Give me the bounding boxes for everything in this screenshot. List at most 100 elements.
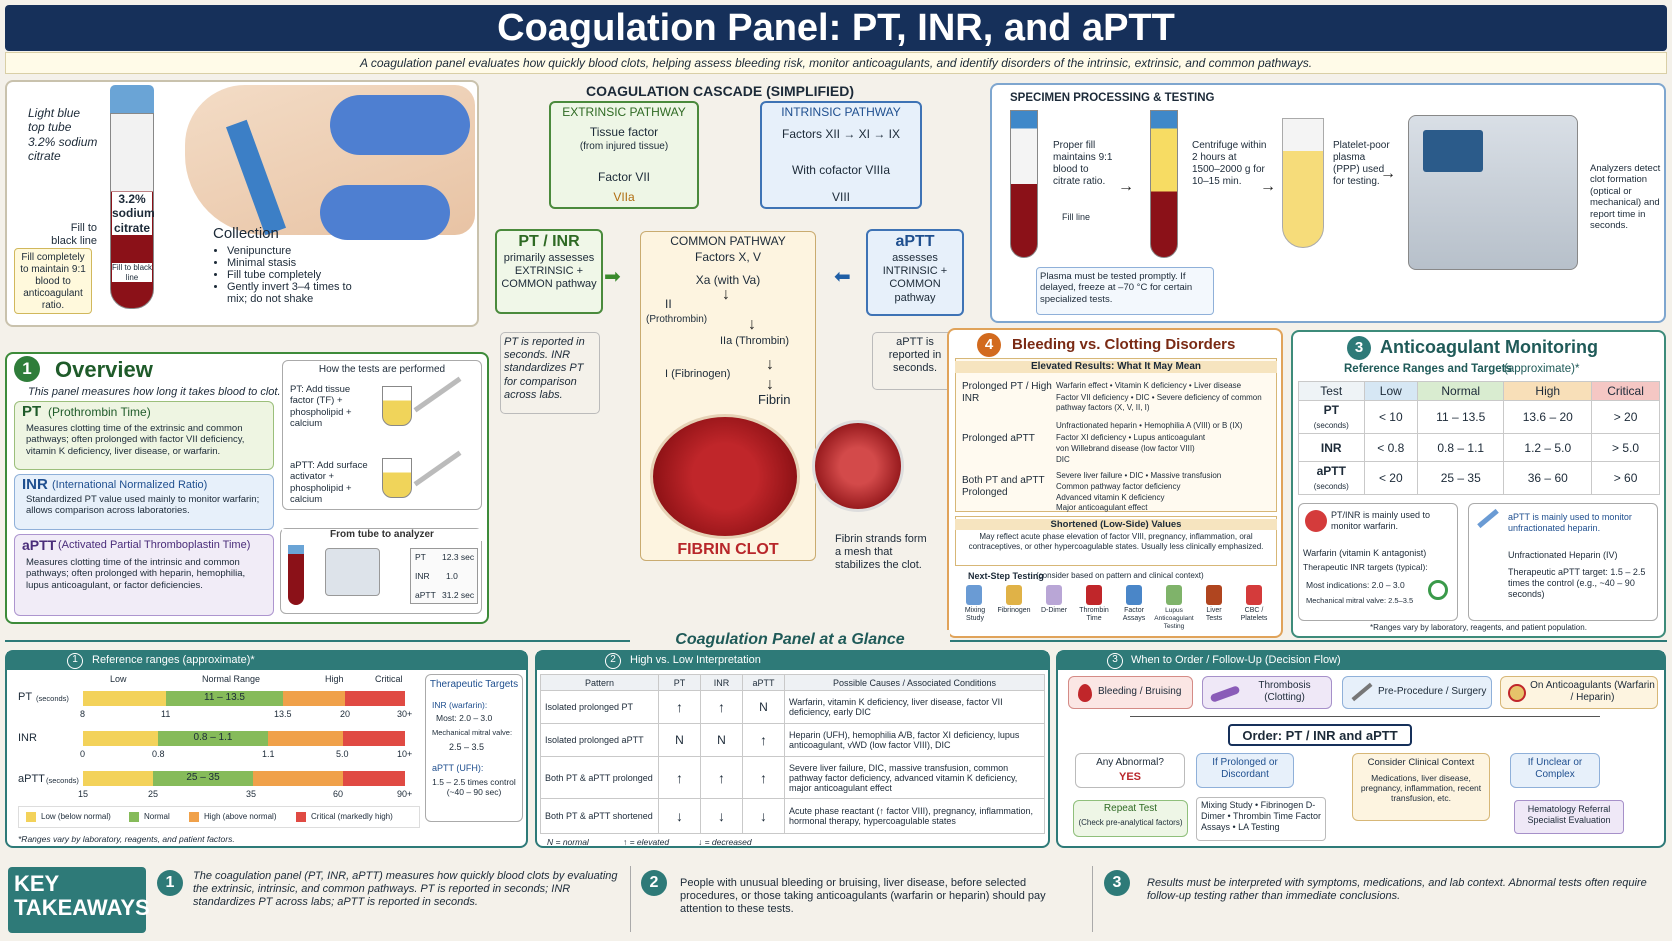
next-test-mixing: Mixing Study bbox=[964, 607, 986, 623]
arrow-right-icon: → bbox=[1118, 178, 1134, 195]
specimen-tube-2 bbox=[1150, 110, 1178, 258]
inr-bar-critical bbox=[343, 731, 405, 746]
ref-test-pt: PT bbox=[1323, 403, 1339, 417]
specimen-step-4: Analyzers detect clot formation (optical… bbox=[1590, 163, 1661, 231]
aptt-title: aPTT bbox=[895, 233, 935, 250]
overview-num: 1 bbox=[14, 356, 40, 382]
next-test-thrombin: Thrombin Time bbox=[1079, 607, 1109, 623]
aptt-tick: 90+ bbox=[397, 789, 413, 799]
interp-header-cell: Pattern bbox=[540, 674, 659, 691]
flow-line bbox=[1130, 716, 1600, 717]
ranges-title: Reference ranges (approximate)* bbox=[92, 654, 255, 666]
elevated-row-2-d: DIC bbox=[1056, 455, 1070, 464]
aptt-range-value: 25 – 35 bbox=[186, 772, 220, 783]
test-icon bbox=[1126, 585, 1142, 605]
interp-cell: N bbox=[658, 723, 701, 757]
ther-aptt: aPTT (UFH): bbox=[432, 763, 484, 773]
ref-test-aptt: aPTT bbox=[1316, 464, 1346, 478]
ref-cell: 25 – 35 bbox=[1417, 461, 1505, 495]
intrinsic-box bbox=[760, 101, 922, 209]
aptt-card-text: Measures clotting time of the intrinsic … bbox=[26, 557, 246, 591]
inr-range-label: INR bbox=[18, 732, 37, 744]
short-text: May reflect acute phase elevation of fac… bbox=[968, 532, 1264, 551]
aptt-range-label: aPTT bbox=[18, 773, 45, 785]
pill-icon bbox=[1305, 510, 1327, 532]
analyzer-illustration bbox=[1408, 115, 1578, 270]
order-box: Order: PT / INR and aPTT bbox=[1228, 724, 1412, 746]
anticoag-subtitle2: (approximate)* bbox=[1504, 363, 1580, 375]
short-box bbox=[955, 516, 1277, 566]
pt-tick: 11 bbox=[161, 709, 171, 719]
legend-normal: Normal bbox=[144, 812, 170, 821]
specimen-step-3: Platelet-poor plasma (PPP) used for test… bbox=[1333, 140, 1390, 187]
ref-test-inr: INR bbox=[1320, 440, 1342, 455]
arrow-icon: ↓ bbox=[722, 286, 730, 303]
ref-cell: 36 – 60 bbox=[1503, 461, 1593, 495]
pt-range-value: 11 – 13.5 bbox=[204, 692, 245, 703]
mini-analyzer-icon bbox=[325, 548, 380, 596]
aptt-card-title: aPTT bbox=[22, 537, 57, 553]
intrinsic-viii: VIII bbox=[831, 190, 850, 204]
extrinsic-box bbox=[549, 101, 699, 209]
ref-cell: < 0.8 bbox=[1363, 433, 1419, 462]
common-i: I (Fibrinogen) bbox=[665, 368, 731, 380]
col-low: Low bbox=[110, 674, 127, 684]
heparin-box bbox=[1468, 503, 1658, 621]
pt-inr-title: PT / INR bbox=[518, 233, 580, 250]
aptt-bar-high bbox=[253, 771, 343, 786]
trigger-anticoag-label: On Anticoagulants (Warfarin / Heparin) bbox=[1530, 680, 1655, 703]
aptt-text: assesses INTRINSIC + COMMON pathway bbox=[882, 252, 948, 304]
interp-cell: ↓ bbox=[742, 798, 785, 834]
ther-most: Most: 2.0 – 3.0 bbox=[436, 713, 493, 723]
ranges-header bbox=[7, 652, 526, 670]
warfarin-box bbox=[1298, 503, 1458, 621]
warfarin-head: PT/INR is mainly used to monitor warfari… bbox=[1331, 510, 1431, 531]
test-cup-icon bbox=[382, 458, 412, 498]
analyzer-box-title: From tube to analyzer bbox=[282, 529, 482, 541]
collection-list: Venipuncture Minimal stasis Fill tube co… bbox=[215, 245, 365, 305]
interp-pattern: Both PT & aPTT prolonged bbox=[540, 756, 659, 799]
elevated-box bbox=[955, 358, 1277, 512]
elevated-row-2-label: Prolonged aPTT bbox=[962, 433, 1035, 444]
anticoag-num: 3 bbox=[1347, 336, 1371, 360]
common-factors: Factors X, V bbox=[694, 250, 762, 264]
inr-bar-high bbox=[268, 731, 343, 746]
arrow-right-icon: → bbox=[1260, 178, 1276, 195]
pt-bar-critical bbox=[345, 691, 405, 706]
interp-cell: ↑ bbox=[700, 690, 743, 724]
aptt-bar-low bbox=[83, 771, 153, 786]
inr-tick: 5.0 bbox=[336, 749, 349, 759]
interp-header-cell: INR bbox=[700, 674, 743, 691]
takeaway-divider bbox=[1092, 866, 1093, 932]
legend-swatch-normal bbox=[129, 812, 139, 822]
tube-text: 3.2% sodium citrate bbox=[112, 192, 155, 236]
ref-cell: INR bbox=[1298, 433, 1365, 462]
short-title: Shortened (Low-Side) Values bbox=[955, 519, 1277, 531]
range-legend-box bbox=[18, 806, 420, 828]
elevated-row-2-b: Factor XI deficiency • Lupus anticoagula… bbox=[1056, 433, 1206, 442]
r1 bbox=[1073, 800, 1188, 837]
legend-swatch-critical bbox=[296, 812, 306, 822]
ref-cell: PT(seconds) bbox=[1298, 400, 1365, 434]
interp-num: 2 bbox=[605, 653, 621, 669]
pt-tick: 30+ bbox=[397, 709, 413, 719]
ref-header-high: High bbox=[1503, 381, 1593, 401]
q3 bbox=[1352, 753, 1490, 821]
interp-cell: ↑ bbox=[658, 756, 701, 799]
page-subtitle: A coagulation panel evaluates how quickl… bbox=[359, 56, 1313, 70]
test-icon bbox=[1086, 585, 1102, 605]
how-title: How the tests are performed bbox=[318, 364, 446, 375]
interp-cell: ↑ bbox=[658, 690, 701, 724]
ther-aptt-val: 1.5 – 2.5 times control (~40 – 90 sec) bbox=[432, 777, 516, 798]
how-pt: PT: Add tissue factor (TF) + phospholipi… bbox=[290, 384, 352, 430]
how-aptt: aPTT: Add surface activator + phospholip… bbox=[290, 460, 368, 506]
inr-bar-low bbox=[83, 731, 158, 746]
common-ii: II bbox=[665, 297, 672, 311]
next-test-factor: Factor Assays bbox=[1122, 607, 1146, 623]
inr-card bbox=[14, 474, 274, 530]
col-high: High bbox=[325, 674, 344, 684]
interp-header bbox=[537, 652, 1048, 670]
bleeding-title: Bleeding vs. Clotting Disorders bbox=[1012, 336, 1236, 353]
inr-bar-normal bbox=[158, 731, 268, 746]
interp-causes: Severe liver failure, DIC, massive trans… bbox=[784, 756, 1045, 799]
